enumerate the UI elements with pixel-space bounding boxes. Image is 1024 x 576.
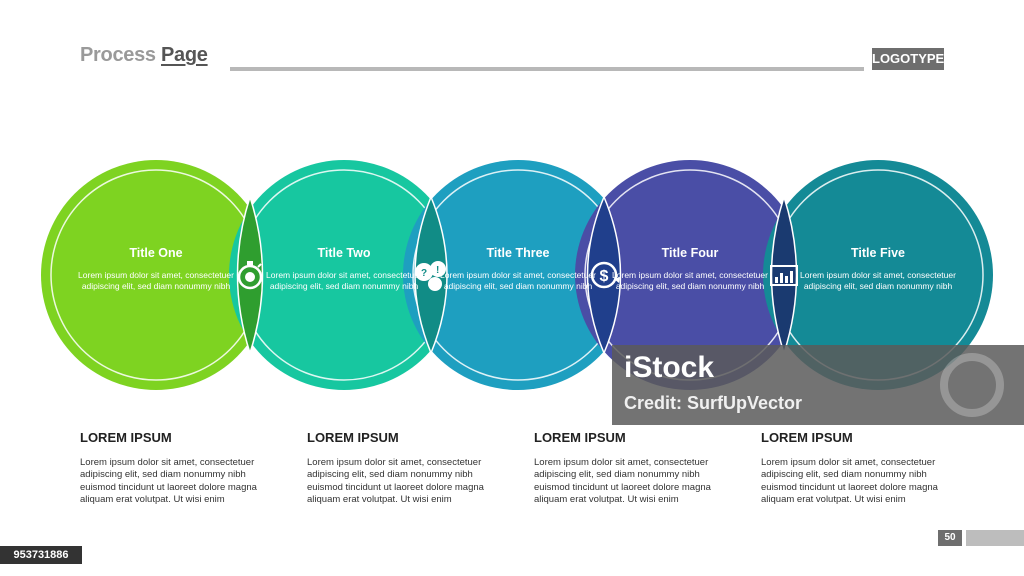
step-circle-1 [41,160,271,390]
info-block-1-heading: LOREM IPSUM [80,430,172,445]
step-4-text: Lorem ipsum dolor sit amet, consectetuer… [612,270,768,291]
info-block-4-text: Lorem ipsum dolor sit amet, consectetuer… [761,457,938,506]
image-id-tag: 953731886 [0,546,82,564]
page-title-part1: Process [80,44,156,66]
info-block-2-text: Lorem ipsum dolor sit amet, consectetuer… [307,457,484,506]
step-5: Title Five Lorem ipsum dolor sit amet, c… [798,246,958,292]
info-block-1: LOREM IPSUM Lorem ipsum dolor sit amet, … [80,430,270,507]
step-3-text: Lorem ipsum dolor sit amet, consectetuer… [440,270,596,291]
svg-text:$: $ [600,268,609,285]
step-2-title: Title Two [317,246,371,260]
step-1: Title One Lorem ipsum dolor sit amet, co… [76,246,236,292]
step-1-title: Title One [129,246,183,260]
watermark-credit: Credit: SurfUpVector [624,393,803,413]
step-3-title: Title Three [486,246,550,260]
info-block-3: LOREM IPSUM Lorem ipsum dolor sit amet, … [534,430,724,507]
bar-chart-icon [770,265,798,286]
speech-bubbles-icon: ?! [415,261,446,291]
overlap-lens-3 [586,195,622,355]
page-title-part2: Page [161,44,208,66]
info-block-2-heading: LOREM IPSUM [307,430,399,445]
watermark: iStock Credit: SurfUpVector [612,345,1024,425]
step-2: Title Two Lorem ipsum dolor sit amet, co… [264,246,424,292]
step-circle-2 [229,160,459,390]
watermark-brand: iStock [624,351,715,384]
step-4: Title Four Lorem ipsum dolor sit amet, c… [610,246,770,292]
info-block-3-heading: LOREM IPSUM [534,430,626,445]
page-number: 50 [938,530,962,546]
step-circle-5 [763,160,993,390]
svg-text:?: ? [421,268,427,279]
logo: LOGOTYPE [872,48,944,70]
step-circle-4 [575,160,805,390]
stopwatch-icon [237,261,263,290]
step-5-text: Lorem ipsum dolor sit amet, consectetuer… [800,270,956,291]
page-title: Process Page [80,44,208,67]
info-block-4: LOREM IPSUM Lorem ipsum dolor sit amet, … [761,430,951,507]
step-2-text: Lorem ipsum dolor sit amet, consectetuer… [266,270,422,291]
header-rule [230,67,864,71]
svg-text:!: ! [436,265,439,276]
info-block-4-heading: LOREM IPSUM [761,430,853,445]
step-5-title: Title Five [851,246,905,260]
step-circle-3 [403,160,633,390]
step-4-title: Title Four [661,246,719,260]
step-1-text: Lorem ipsum dolor sit amet, consectetuer… [78,270,234,291]
info-block-3-text: Lorem ipsum dolor sit amet, consectetuer… [534,457,711,506]
watermark-swirl [940,353,1004,417]
info-block-2: LOREM IPSUM Lorem ipsum dolor sit amet, … [307,430,497,507]
info-block-1-text: Lorem ipsum dolor sit amet, consectetuer… [80,457,257,506]
step-3: Title Three Lorem ipsum dolor sit amet, … [438,246,598,292]
page-number-bar [966,530,1024,546]
dollar-cycle-icon: $ [590,261,620,289]
